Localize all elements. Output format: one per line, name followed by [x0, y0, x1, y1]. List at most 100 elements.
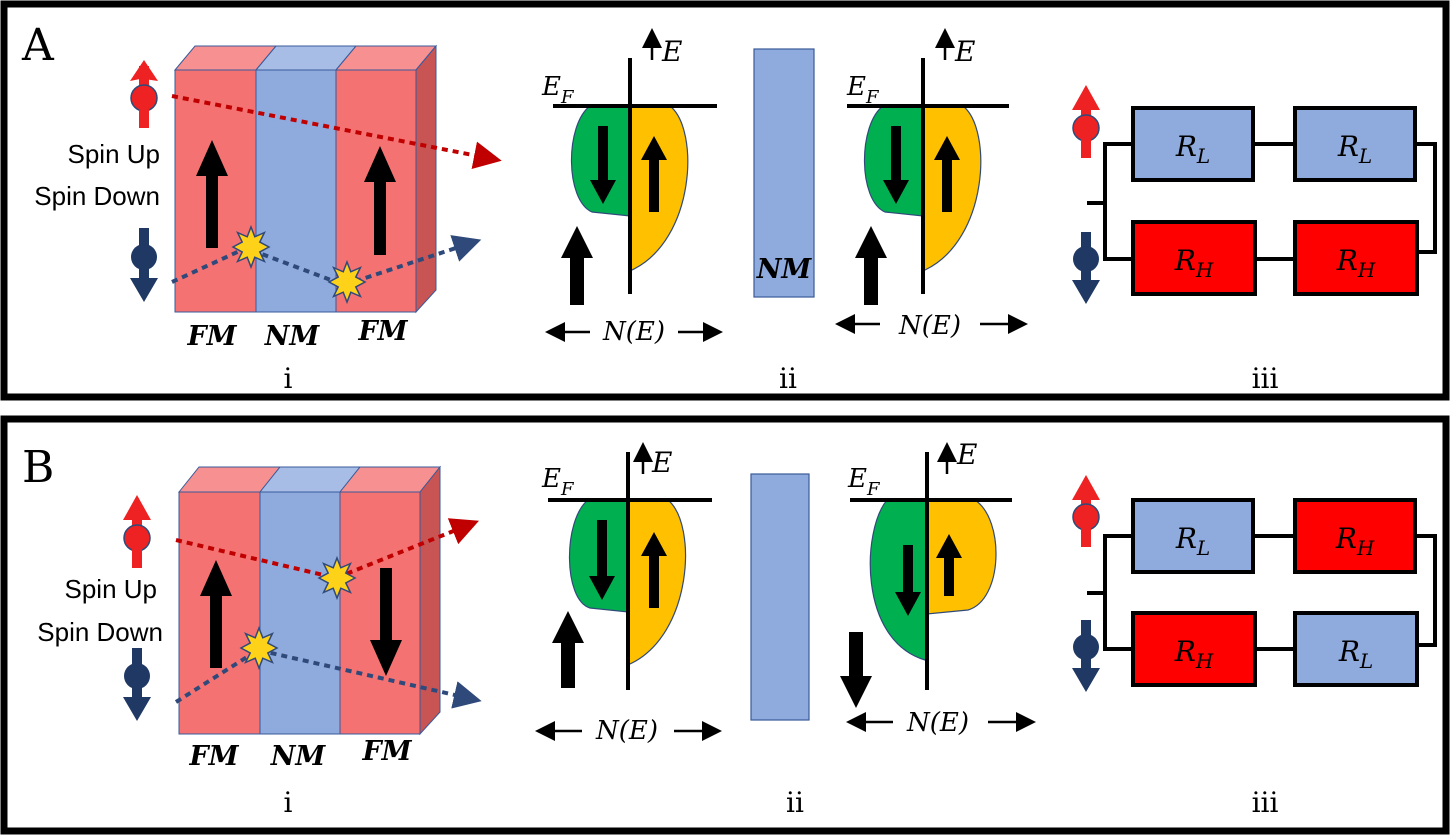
moment-arrow-up-icon — [552, 611, 584, 688]
fermi-label: EF — [541, 464, 575, 500]
dos-arrow-down-icon — [590, 126, 616, 204]
spin-down-icon — [1072, 232, 1100, 304]
dos-label: N(E) — [595, 716, 658, 746]
panel-b: B — [0, 415, 1450, 835]
circuit-wire — [1415, 142, 1437, 254]
resistor-top-1: RL — [1131, 498, 1255, 574]
spin-up-path — [171, 94, 502, 170]
dos-arrow-up-icon — [936, 534, 962, 596]
svg-text:RL: RL — [1175, 522, 1210, 560]
resistor-top-2: RH — [1293, 498, 1417, 574]
legend-spin-up: Spin Up — [68, 139, 161, 169]
dos-arrow-up-icon — [641, 136, 667, 212]
resistor-network: RL RH RH RL — [1072, 475, 1437, 692]
energy-label: E — [661, 35, 682, 68]
energy-label: E — [956, 438, 977, 471]
sub-label: ii — [786, 786, 804, 819]
layer-side — [415, 44, 437, 314]
spin-down-path — [171, 235, 482, 288]
panel-a: A — [0, 0, 1450, 401]
sub-label: iii — [1252, 362, 1279, 395]
scatter-star-icon — [239, 625, 279, 671]
spin-down-icon — [1072, 620, 1100, 692]
dos-arrow-down-icon — [895, 545, 921, 616]
dos-label: N(E) — [602, 317, 665, 347]
magnetization-arrow-up-icon — [196, 140, 228, 248]
layer-side — [419, 465, 441, 736]
resistor-top-1: RL — [1131, 106, 1255, 182]
dos-minority-lobe — [869, 499, 928, 661]
dos-diagram: E EF N(E) E EF N(E) — [535, 438, 1036, 746]
scatter-star-icon — [231, 224, 271, 270]
layer-label: NM — [270, 741, 327, 772]
legend-spin-up: Spin Up — [65, 574, 158, 604]
moment-arrow-down-icon — [840, 632, 872, 708]
layer-label: FM — [186, 321, 237, 352]
layer-label: FM — [188, 741, 239, 772]
magnetization-arrow-down-icon — [370, 568, 402, 676]
magnetization-arrow-up-icon — [200, 560, 232, 668]
scatter-star-icon — [327, 259, 367, 305]
dos-diagram: E EF N(E) NM E EF N(E) — [541, 28, 1028, 347]
spin-down-icon — [130, 228, 158, 302]
dos-arrow-up-icon — [641, 532, 667, 608]
spin-up-icon — [1072, 85, 1100, 158]
resistor-bottom-1: RH — [1131, 611, 1257, 687]
spin-up-icon — [130, 60, 158, 128]
spin-down-icon — [123, 648, 151, 721]
resistor-bottom-2: RL — [1293, 611, 1419, 687]
nm-spacer — [750, 473, 810, 721]
dos-arrow-down-icon — [589, 520, 615, 600]
magnetization-arrow-up-icon — [364, 146, 396, 255]
spin-up-icon — [123, 495, 151, 568]
dos-arrow-down-icon — [883, 126, 909, 204]
svg-text:RH: RH — [1174, 244, 1214, 282]
moment-arrow-up-icon — [855, 226, 887, 305]
sub-label: i — [284, 362, 293, 395]
panel-a-frame — [0, 0, 1450, 401]
panel-letter: B — [22, 442, 54, 493]
fermi-label: EF — [541, 72, 575, 108]
legend-spin-down: Spin Down — [37, 617, 163, 647]
svg-text:RL: RL — [1337, 130, 1372, 168]
energy-label: E — [651, 446, 672, 479]
legend-spin-down: Spin Down — [34, 181, 160, 211]
resistor-bottom-1: RH — [1131, 220, 1257, 296]
layer-label: FM — [357, 316, 408, 347]
circuit-wire — [1103, 142, 1133, 261]
circuit-wire — [1103, 534, 1133, 651]
stack-diagram: Spin Up Spin Down FM NM FM — [37, 465, 482, 772]
nm-spacer-label: NM — [756, 254, 813, 285]
svg-text:RH: RH — [1335, 522, 1375, 560]
dos-label: N(E) — [906, 708, 969, 738]
sub-label: ii — [779, 362, 797, 395]
layer-label: NM — [264, 321, 321, 352]
panel-b-frame — [0, 415, 1450, 835]
svg-text:RL: RL — [1338, 635, 1373, 673]
energy-label: E — [954, 35, 975, 68]
svg-text:RH: RH — [1174, 635, 1214, 673]
layer-label: FM — [361, 736, 412, 767]
resistor-top-2: RL — [1293, 106, 1417, 182]
svg-text:RL: RL — [1175, 130, 1210, 168]
circuit-wire — [1415, 534, 1437, 647]
scatter-star-icon — [317, 555, 357, 601]
fermi-label: EF — [846, 72, 880, 108]
spin-up-path — [175, 518, 479, 581]
dos-arrow-up-icon — [934, 136, 960, 212]
nm-spacer — [753, 48, 815, 298]
svg-text:RH: RH — [1336, 244, 1376, 282]
layer-nm — [255, 69, 337, 313]
sub-label: i — [284, 786, 293, 819]
resistor-bottom-2: RH — [1293, 220, 1419, 296]
layer-nm — [259, 491, 341, 735]
sub-label: iii — [1252, 786, 1279, 819]
spin-up-icon — [1072, 475, 1100, 547]
moment-arrow-up-icon — [561, 226, 593, 305]
dos-label: N(E) — [898, 311, 961, 341]
fermi-label: EF — [847, 464, 881, 500]
panel-letter: A — [21, 20, 55, 71]
resistor-network: RL RL RH RH — [1072, 85, 1437, 304]
stack-diagram: Spin Up Spin Down FM NM FM — [34, 44, 502, 352]
